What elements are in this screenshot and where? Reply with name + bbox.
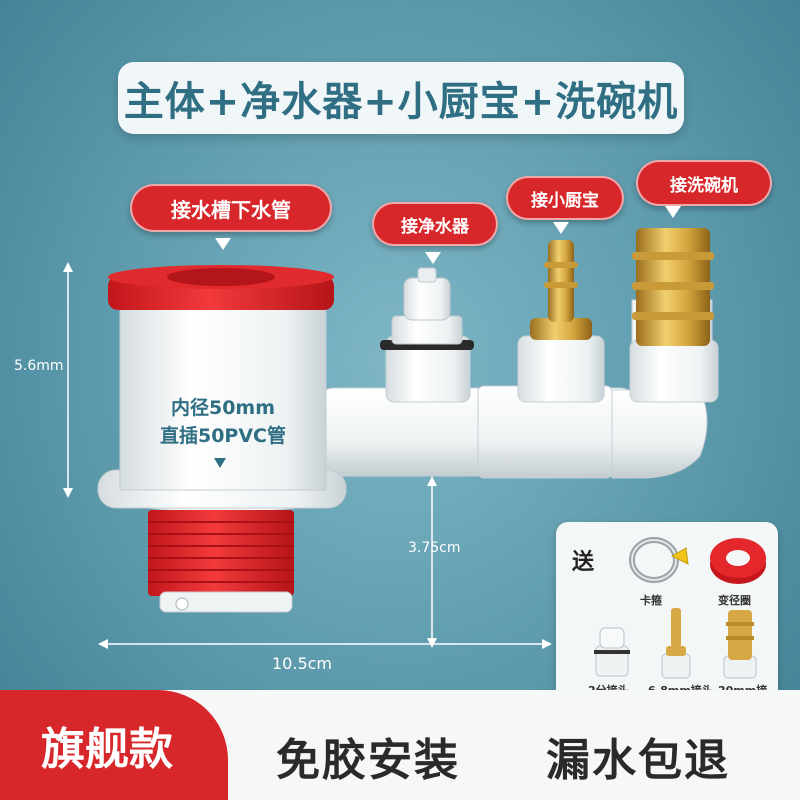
tag-kitchen-heater: 接小厨宝 (506, 176, 624, 220)
tag-sink-drain-label: 接水槽下水管 (171, 197, 291, 222)
cylinder-label-line1: 内径50mm (170, 397, 276, 419)
gift-clamp-label: 卡箍 (640, 594, 662, 607)
slogan-right: 漏水包退 (546, 735, 730, 786)
title-banner: 主体+净水器+小厨宝+洗碗机 (118, 62, 684, 134)
gift-reducer-label: 变径圈 (718, 594, 751, 607)
dimension-height: 5.6mm (14, 358, 64, 374)
page-title: 主体+净水器+小厨宝+洗碗机 (123, 79, 679, 125)
reducer-ring-icon (710, 538, 766, 584)
tag-sink-drain: 接水槽下水管 (130, 184, 332, 232)
hose-clamp-icon (629, 537, 689, 583)
arrow-sink-drain-icon (215, 238, 231, 250)
tag-purifier-label: 接净水器 (401, 216, 469, 237)
joint-20-icon (723, 610, 757, 679)
tag-kitchen-heater-label: 接小厨宝 (531, 190, 599, 211)
arrow-dishwasher-icon (665, 206, 681, 218)
arrow-cylinder-icon (214, 458, 226, 468)
joint-2-icon (594, 627, 630, 677)
tag-dishwasher: 接洗碗机 (636, 160, 772, 206)
flagship-badge: 旗舰款 (0, 690, 228, 800)
gift-panel: 送 卡箍 变径圈 2分接头 6-8mm接头 20mm接头 (556, 522, 778, 713)
flagship-badge-label: 旗舰款 (41, 724, 173, 775)
arrow-purifier-icon (425, 252, 441, 264)
slogan-left: 免胶安装 (276, 735, 460, 786)
dimension-outlet-height: 3.75cm (408, 540, 461, 556)
tag-dishwasher-label: 接洗碗机 (670, 175, 738, 196)
arrow-kitchen-heater-icon (553, 222, 569, 234)
cylinder-label-line2: 直插50PVC管 (159, 425, 286, 447)
gift-label: 送 (572, 550, 595, 575)
tag-purifier: 接净水器 (372, 202, 498, 246)
cylinder-label: 内径50mm 直插50PVC管 (134, 394, 312, 450)
joint-6-8-icon (661, 608, 691, 679)
dimension-width: 10.5cm (272, 654, 333, 673)
